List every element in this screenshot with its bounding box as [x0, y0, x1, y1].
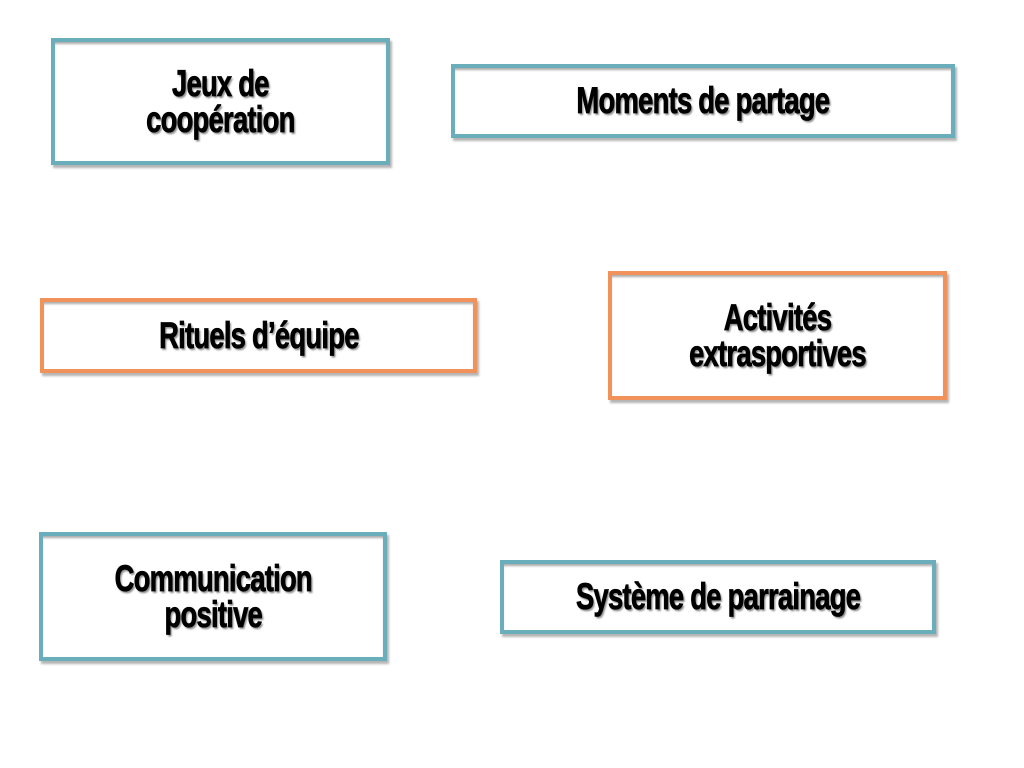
- box-label: Système de parrainage: [575, 576, 862, 617]
- box-label-line: positive: [164, 593, 263, 635]
- box-systeme-de-parrainage: Système de parrainage: [500, 560, 936, 634]
- box-label-line: Moments de partage: [576, 80, 830, 121]
- box-label: Communication positive: [114, 557, 313, 635]
- box-label-line: Jeux de: [172, 62, 270, 104]
- box-label: Jeux de coopération: [146, 62, 296, 140]
- box-label: Activités extrasportives: [689, 296, 867, 374]
- box-communication-positive: Communication positive: [39, 532, 387, 661]
- box-label-line: Communication: [114, 557, 313, 599]
- box-label: Rituels d’équipe: [158, 314, 359, 356]
- box-jeux-de-cooperation: Jeux de coopération: [51, 38, 390, 165]
- box-label-line: Système de parrainage: [575, 576, 862, 617]
- box-label-line: Rituels d’équipe: [158, 314, 359, 356]
- box-moments-de-partage: Moments de partage: [451, 64, 955, 138]
- box-label-line: coopération: [146, 98, 296, 140]
- box-rituels-d-equipe: Rituels d’équipe: [40, 298, 477, 373]
- box-activites-extrasportives: Activités extrasportives: [608, 271, 947, 400]
- box-label-line: extrasportives: [689, 332, 867, 374]
- box-label-line: Activités: [723, 296, 832, 338]
- box-label: Moments de partage: [576, 80, 830, 121]
